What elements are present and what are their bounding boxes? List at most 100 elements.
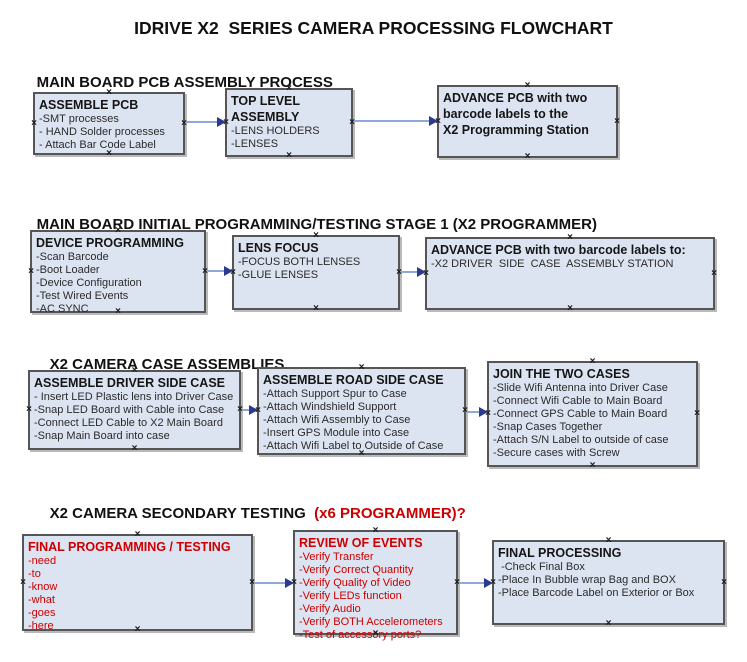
box-item: - Insert LED Plastic lens into Driver Ca… — [34, 391, 234, 403]
box-item: -need — [28, 555, 57, 567]
box-item: -here — [28, 620, 54, 632]
selection-handle-icon: × — [605, 618, 612, 629]
box-item-list: -Verify Transfer-Verify Correct Quantity… — [295, 551, 456, 642]
selection-handle-icon: × — [589, 460, 596, 471]
flow-box-final-programming-testing[interactable]: FINAL PROGRAMMING / TESTING -need-to-kno… — [20, 530, 255, 635]
box-item: -Slide Wifi Antenna into Driver Case — [493, 382, 668, 394]
box-item: -Attach S/N Label to outside of case — [493, 434, 669, 446]
box-item: -Device Configuration — [36, 277, 142, 289]
flow-box-assemble-road-side-case[interactable]: ASSEMBLE ROAD SIDE CASE -Attach Support … — [255, 363, 468, 459]
box-item-list: -need-to-know-what-goes-here — [24, 555, 251, 633]
arrowhead-icon — [484, 578, 493, 588]
box-item-list: - Insert LED Plastic lens into Driver Ca… — [30, 391, 239, 443]
box-title: FINAL PROCESSING — [498, 546, 622, 560]
box-item: -Snap LED Board with Cable into Case — [34, 404, 225, 416]
selection-handle-icon: × — [313, 303, 319, 314]
box-item-list: -X2 DRIVER SIDE CASE ASSEMBLY STATION — [427, 258, 713, 271]
flow-box-advance-pcb-driver-case-station[interactable]: ADVANCE PCB with two barcode labels to: … — [423, 233, 717, 314]
box-item: -Attach Windshield Support — [263, 401, 397, 413]
arrowhead-icon — [417, 267, 426, 277]
connector-line — [467, 411, 481, 413]
connector-line — [401, 271, 419, 273]
box-item: - HAND Solder processes — [39, 126, 165, 138]
flow-box-assemble-pcb[interactable]: ASSEMBLE PCB -SMT processes- HAND Solder… — [31, 88, 187, 159]
selection-handle-icon: × — [567, 303, 573, 314]
box-item: -to — [28, 568, 41, 580]
connector-line — [354, 120, 431, 122]
flow-box-join-two-cases[interactable]: JOIN THE TWO CASES -Slide Wifi Antenna i… — [485, 357, 700, 471]
box-item: -SMT processes — [39, 113, 119, 125]
box-item: -Verify BOTH Accelerometers — [299, 616, 443, 628]
arrowhead-icon — [224, 266, 233, 276]
box-title: ADVANCE PCB with two barcode labels to t… — [443, 91, 589, 137]
box-item-list: -Slide Wifi Antenna into Driver Case-Con… — [489, 382, 696, 460]
box-item: -Verify Audio — [299, 603, 361, 615]
box-item: -Check Final Box — [498, 561, 585, 573]
section-header-pcb-assembly: MAIN BOARD PCB ASSEMBLY PROCESS — [20, 57, 333, 108]
box-item-list: -Check Final Box-Place In Bubble wrap Ba… — [494, 561, 723, 600]
box-item: -Insert GPS Module into Case — [263, 427, 410, 439]
flow-box-advance-pcb-programming-station[interactable]: ADVANCE PCB with two barcode labels to t… — [435, 81, 620, 162]
connector-line — [459, 582, 486, 584]
box-item: -Attach Wifi Label to Outside of Case — [263, 440, 444, 452]
box-item: -Place Barcode Label on Exterior or Box — [498, 587, 695, 599]
connector-line — [207, 270, 226, 272]
box-item: -Snap Main Board into case — [34, 430, 170, 442]
selection-handle-icon: × — [131, 443, 138, 454]
box-item: -goes — [28, 607, 56, 619]
connector-line — [186, 121, 219, 123]
arrowhead-icon — [429, 116, 438, 126]
box-item-list: -FOCUS BOTH LENSES-GLUE LENSES — [234, 256, 398, 282]
box-title: ADVANCE PCB with two barcode labels to: — [431, 243, 686, 257]
flow-box-final-processing[interactable]: FINAL PROCESSING -Check Final Box-Place … — [490, 536, 727, 629]
box-item: -Connect LED Cable to X2 Main Board — [34, 417, 223, 429]
section-header-text: X2 CAMERA SECONDARY TESTING — [49, 505, 315, 522]
page-title: IDRIVE X2 SERIES CAMERA PROCESSING FLOWC… — [134, 18, 613, 38]
box-item: -Verify Transfer — [299, 551, 374, 563]
box-item: -Test of accessory ports? — [299, 629, 422, 641]
selection-handle-icon: × — [524, 151, 531, 162]
box-title: JOIN THE TWO CASES — [493, 367, 630, 381]
box-item-list: -LENS HOLDERS-LENSES — [227, 125, 351, 151]
box-title: DEVICE PROGRAMMING — [36, 236, 184, 250]
box-item: -Verify Quality of Video — [299, 577, 411, 589]
box-title: TOP LEVEL ASSEMBLY — [231, 94, 300, 124]
box-title: LENS FOCUS — [238, 241, 319, 255]
arrowhead-icon — [217, 117, 226, 127]
box-item: -Scan Barcode — [36, 251, 109, 263]
box-item: -FOCUS BOTH LENSES — [238, 256, 361, 268]
box-item: -Snap Cases Together — [493, 421, 603, 433]
section-header-secondary-testing: X2 CAMERA SECONDARY TESTING (x6 PROGRAMM… — [33, 488, 466, 539]
box-title: FINAL PROGRAMMING / TESTING — [28, 540, 231, 554]
box-item: -Connect Wifi Cable to Main Board — [493, 395, 663, 407]
flow-box-top-level-assembly[interactable]: TOP LEVEL ASSEMBLY -LENS HOLDERS-LENSES … — [223, 84, 355, 161]
box-item: -Verify Correct Quantity — [299, 564, 414, 576]
box-item: -Verify LEDs function — [299, 590, 402, 602]
arrowhead-icon — [249, 405, 258, 415]
flow-box-device-programming[interactable]: DEVICE PROGRAMMING -Scan Barcode-Boot Lo… — [28, 226, 208, 317]
section-header-initial-programming: MAIN BOARD INITIAL PROGRAMMING/TESTING S… — [20, 199, 597, 250]
box-item: -Connect GPS Cable to Main Board — [493, 408, 668, 420]
connector-line — [254, 582, 287, 584]
box-title: ASSEMBLE DRIVER SIDE CASE — [34, 376, 226, 390]
box-item: -Boot Loader — [36, 264, 100, 276]
box-item: -Place In Bubble wrap Bag and BOX — [498, 574, 676, 586]
arrowhead-icon — [285, 578, 294, 588]
box-item-list: -Scan Barcode-Boot Loader-Device Configu… — [32, 251, 204, 316]
connector-line — [242, 409, 251, 411]
box-title: ASSEMBLE PCB — [39, 98, 139, 112]
box-item: -GLUE LENSES — [238, 269, 319, 281]
box-item: -what — [28, 594, 55, 606]
box-item-list: -SMT processes- HAND Solder processes- A… — [35, 113, 183, 152]
flow-box-review-of-events[interactable]: REVIEW OF EVENTS -Verify Transfer-Verify… — [291, 526, 460, 642]
box-item: -Attach Wifi Assembly to Case — [263, 414, 411, 426]
arrowhead-icon — [479, 407, 488, 417]
section-header-text: MAIN BOARD INITIAL PROGRAMMING/TESTING S… — [36, 216, 597, 233]
section-header-text: MAIN BOARD PCB ASSEMBLY PROCESS — [36, 74, 333, 91]
box-item: -know — [28, 581, 58, 593]
box-item: -X2 DRIVER SIDE CASE ASSEMBLY STATION — [431, 258, 674, 270]
flow-box-assemble-driver-side-case[interactable]: ASSEMBLE DRIVER SIDE CASE - Insert LED P… — [26, 366, 243, 454]
flow-box-lens-focus[interactable]: LENS FOCUS -FOCUS BOTH LENSES-GLUE LENSE… — [230, 231, 402, 314]
box-item: - Attach Bar Code Label — [39, 139, 156, 151]
